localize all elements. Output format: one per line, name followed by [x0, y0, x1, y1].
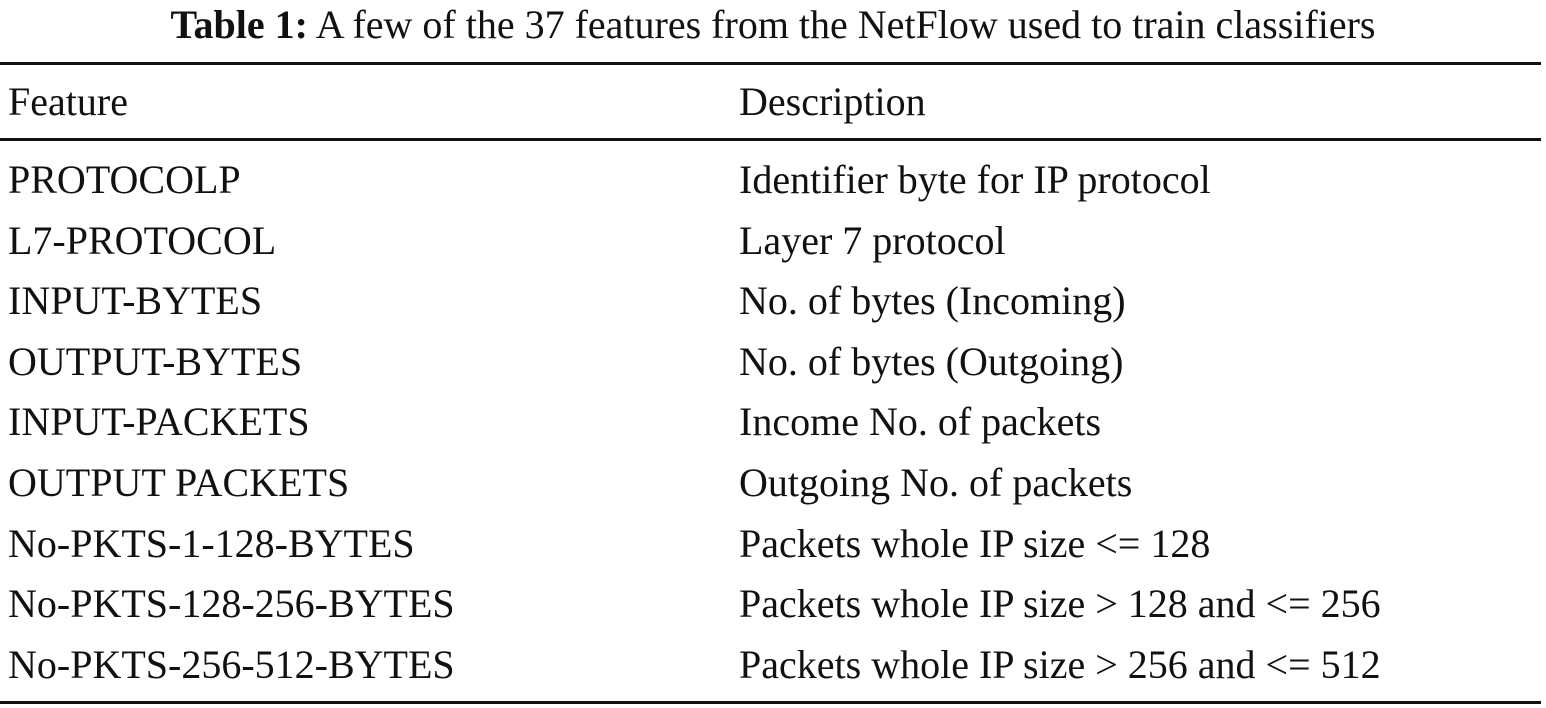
table-header-row: Feature Description — [0, 74, 1541, 130]
cell-description: Outgoing No. of packets — [739, 460, 1133, 505]
table-row: No-PKTS-1-128-BYTES Packets whole IP size… — [0, 516, 1541, 572]
table-row: No-PKTS-128-256-BYTES Packets whole IP si… — [0, 576, 1541, 632]
table-header-rule — [0, 138, 1541, 141]
cell-feature: OUTPUT PACKETS — [8, 460, 350, 505]
table-body: PROTOCOLP Identifier byte for IP protocol… — [0, 152, 1541, 697]
cell-description: Income No. of packets — [739, 399, 1102, 444]
cell-feature: INPUT-PACKETS — [8, 399, 310, 444]
cell-description: No. of bytes (Incoming) — [739, 278, 1126, 323]
cell-feature: No-PKTS-256-512-BYTES — [8, 642, 455, 687]
cell-feature: PROTOCOLP — [8, 157, 241, 202]
table-top-rule — [0, 62, 1541, 65]
cell-feature: No-PKTS-128-256-BYTES — [8, 581, 455, 626]
table-row: OUTPUT PACKETS Outgoing No. of packets — [0, 455, 1541, 511]
table-row: PROTOCOLP Identifier byte for IP protocol — [0, 152, 1541, 208]
cell-description: Packets whole IP size > 128 and <= 256 — [739, 581, 1381, 626]
cell-feature: OUTPUT-BYTES — [8, 339, 303, 384]
cell-description: Identifier byte for IP protocol — [739, 157, 1211, 202]
table-row: No-PKTS-256-512-BYTES Packets whole IP si… — [0, 637, 1541, 693]
table-row: L7-PROTOCOL Layer 7 protocol — [0, 213, 1541, 269]
cell-description: Layer 7 protocol — [739, 218, 1006, 263]
table-caption-text: A few of the 37 features from the NetFlo… — [315, 2, 1376, 47]
table-bottom-rule — [0, 701, 1541, 704]
table-caption: Table 1: A few of the 37 features from t… — [0, 0, 1546, 50]
table-row: INPUT-PACKETS Income No. of packets — [0, 394, 1541, 450]
cell-description: No. of bytes (Outgoing) — [739, 339, 1124, 384]
table-caption-label: Table 1: — [170, 2, 308, 47]
cell-description: Packets whole IP size <= 128 — [739, 521, 1211, 566]
header-description: Description — [739, 79, 926, 124]
table-row: INPUT-BYTES No. of bytes (Incoming) — [0, 273, 1541, 329]
cell-description: Packets whole IP size > 256 and <= 512 — [739, 642, 1381, 687]
header-feature: Feature — [8, 79, 128, 124]
cell-feature: INPUT-BYTES — [8, 278, 263, 323]
cell-feature: L7-PROTOCOL — [8, 218, 277, 263]
table-row: OUTPUT-BYTES No. of bytes (Outgoing) — [0, 334, 1541, 390]
cell-feature: No-PKTS-1-128-BYTES — [8, 521, 415, 566]
